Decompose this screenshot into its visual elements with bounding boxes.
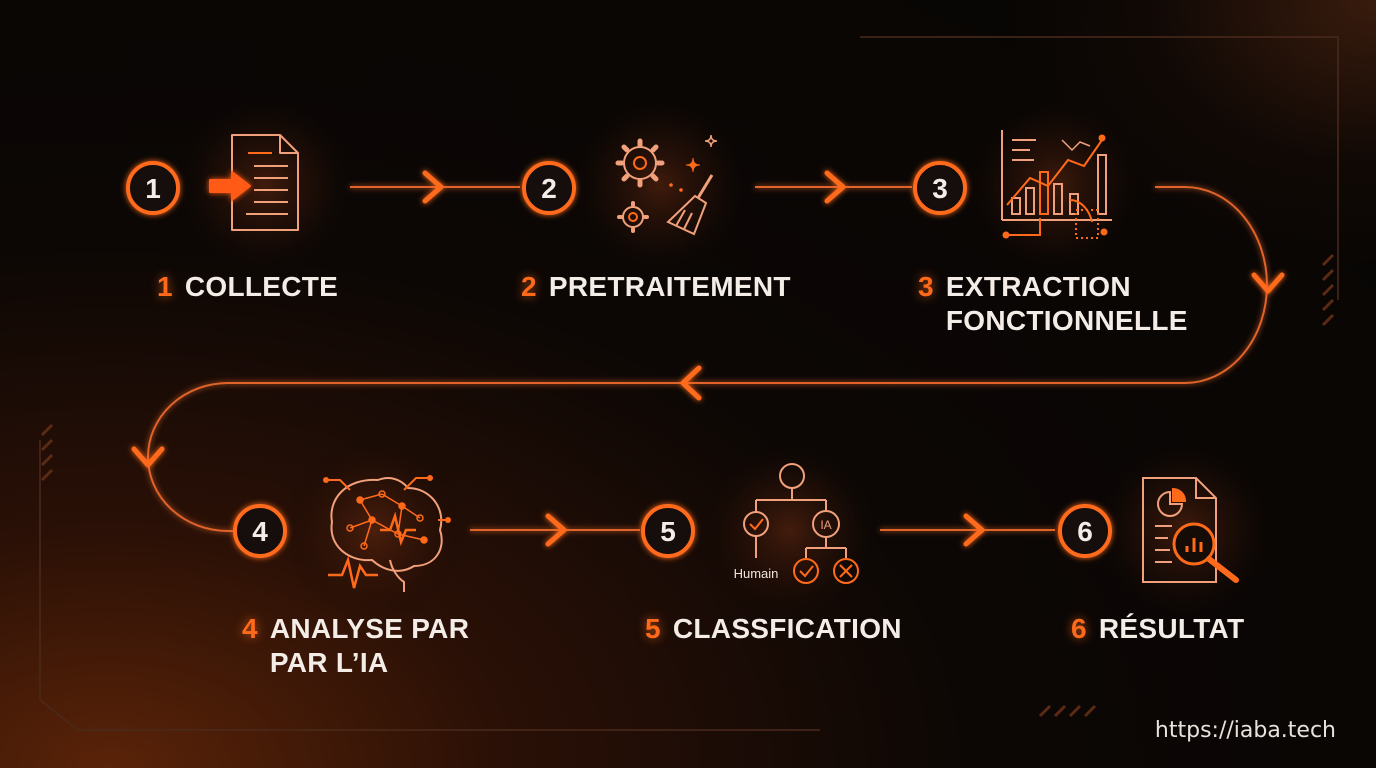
svg-text:Humain: Humain bbox=[734, 566, 779, 581]
report-magnifier-icon bbox=[1142, 477, 1239, 583]
svg-text:2: 2 bbox=[541, 173, 557, 204]
document-import-icon bbox=[209, 134, 299, 231]
chevron-right-icon bbox=[824, 170, 846, 204]
svg-text:3: 3 bbox=[932, 173, 948, 204]
chevron-right-icon bbox=[422, 170, 444, 204]
chevron-right-icon bbox=[545, 513, 567, 547]
cross-circle-icon bbox=[833, 558, 859, 584]
check-circle-icon bbox=[793, 558, 819, 584]
badge-6: 6 bbox=[1058, 504, 1112, 558]
connector-lines bbox=[147, 186, 1268, 532]
badge-4: 4 bbox=[233, 504, 287, 558]
chevron-left-icon bbox=[680, 365, 702, 401]
chevron-down-icon bbox=[1251, 272, 1285, 294]
frame-lines bbox=[39, 36, 1339, 731]
svg-text:IA: IA bbox=[820, 518, 831, 532]
badge-1: 1 bbox=[126, 161, 180, 215]
svg-text:5: 5 bbox=[660, 516, 676, 547]
corner-hatching bbox=[40, 253, 1335, 718]
data-extraction-chart-icon bbox=[1001, 130, 1112, 239]
flow-chevrons bbox=[131, 170, 1285, 547]
badge-3: 3 bbox=[913, 161, 967, 215]
number-badges: 1 2 3 4 5 6 bbox=[126, 161, 1112, 558]
chevron-down-icon bbox=[131, 446, 165, 468]
svg-text:4: 4 bbox=[252, 516, 268, 547]
chevron-right-icon bbox=[963, 513, 985, 547]
classification-tree-icon: IA Humain bbox=[734, 463, 859, 584]
gears-cleaning-icon bbox=[615, 134, 718, 236]
badge-2: 2 bbox=[522, 161, 576, 215]
svg-text:6: 6 bbox=[1077, 516, 1093, 547]
svg-text:1: 1 bbox=[145, 173, 161, 204]
ai-brain-icon bbox=[323, 475, 451, 592]
badge-5: 5 bbox=[641, 504, 695, 558]
footer-url: https://iaba.tech bbox=[1154, 718, 1336, 743]
